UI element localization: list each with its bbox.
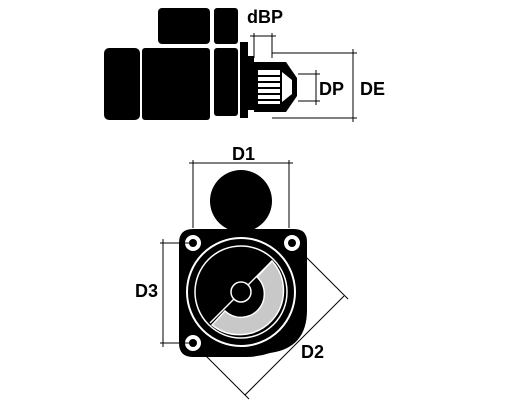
motor-body (142, 48, 210, 120)
front-view: D1 D3 D2 (135, 144, 349, 400)
solenoid-body (158, 8, 210, 44)
pinion-gear (254, 62, 297, 112)
d1-label: D1 (232, 144, 255, 164)
side-view: dBP DP DE (104, 7, 385, 122)
d1-dimension (189, 160, 293, 228)
solenoid-cap (214, 8, 238, 44)
drive-segment-shaded (210, 259, 285, 336)
d2-dimension (199, 249, 349, 400)
d3-dimension (160, 239, 190, 347)
d3-label: D3 (135, 281, 158, 301)
mounting-flange (240, 42, 248, 118)
dp-dimension (298, 70, 320, 105)
d2-label: D2 (301, 342, 324, 362)
dbp-label: dBP (247, 7, 283, 27)
de-dimension (272, 49, 357, 122)
dbp-dimension (250, 33, 276, 58)
solenoid-front (210, 170, 272, 232)
motor-front-housing (214, 48, 238, 116)
flange-spacer (248, 56, 254, 110)
de-label: DE (360, 79, 385, 99)
motor-end-cap (104, 48, 140, 120)
dp-label: DP (319, 79, 344, 99)
